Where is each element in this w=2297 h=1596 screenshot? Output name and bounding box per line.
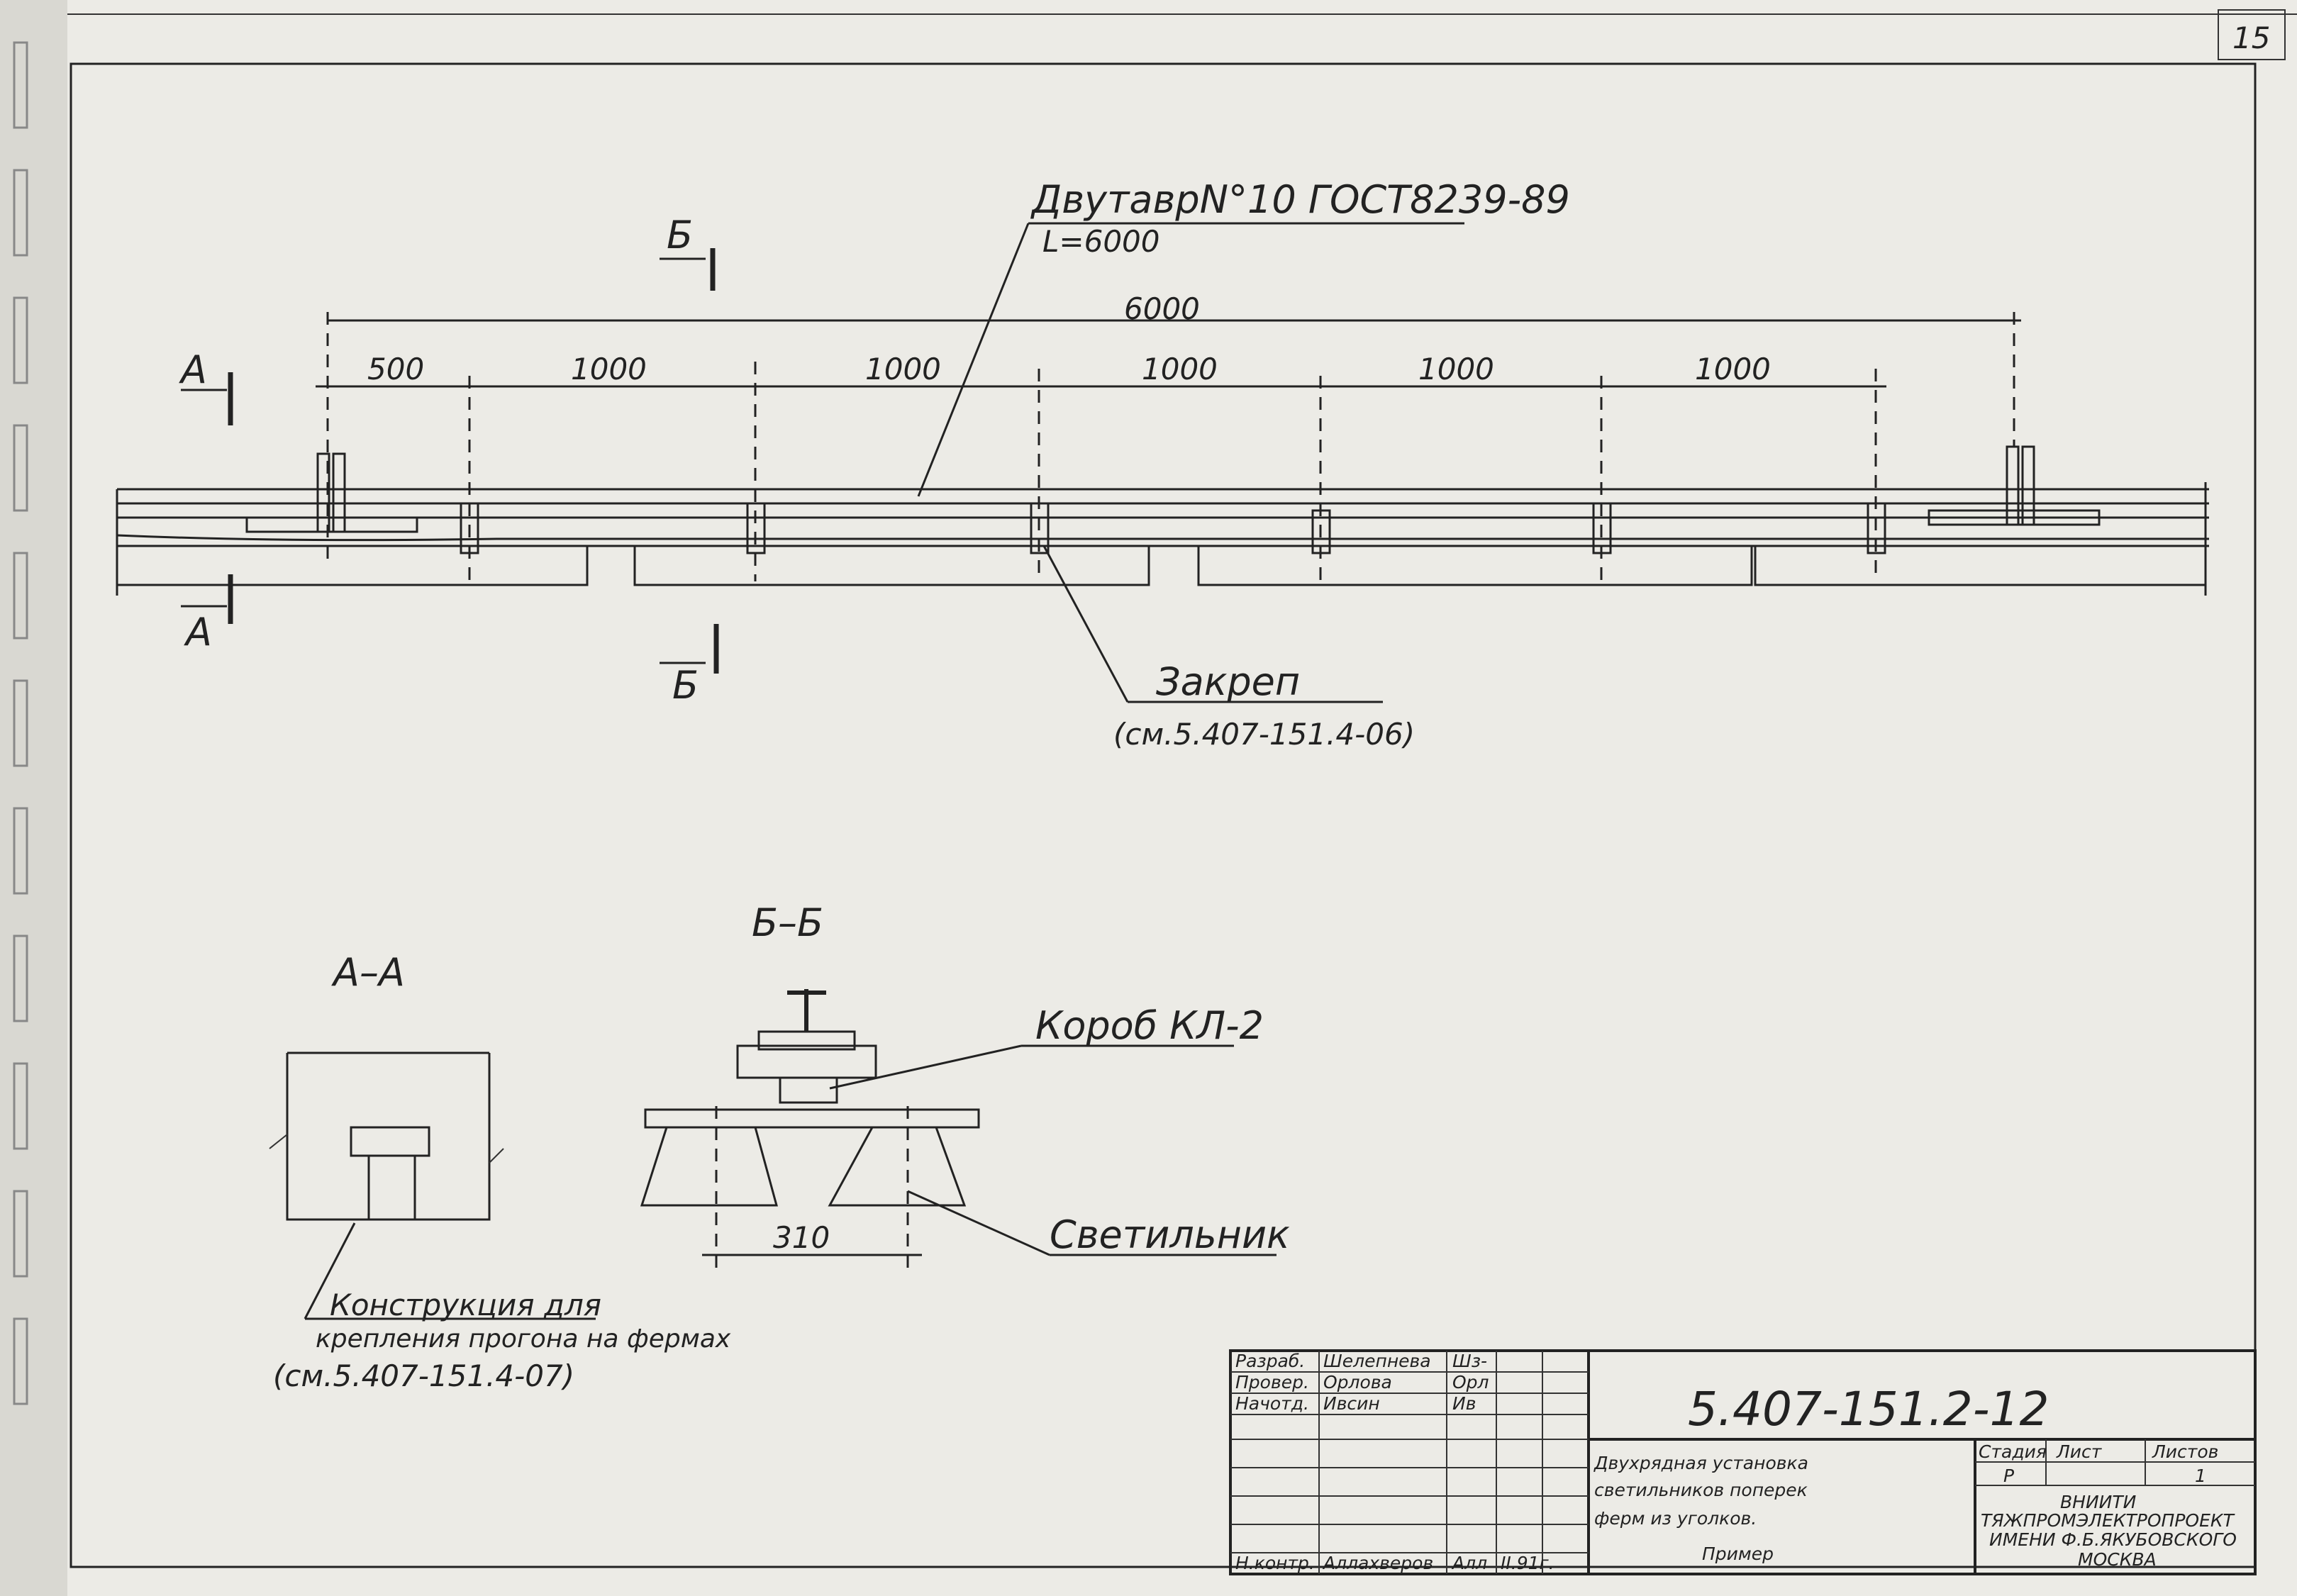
stage-header: Стадия: [1979, 1441, 2047, 1462]
cut-b-label-bottom: Б: [672, 663, 699, 708]
description-line-2: светильников поперек: [1594, 1480, 1808, 1500]
org-line-1: ВНИИТИ: [2060, 1492, 2137, 1512]
description-line-4: Пример: [1702, 1544, 1774, 1564]
section-bb: Б–Б 310 Короб КЛ-2 Светильник: [640, 900, 1290, 1269]
name-2: Орлова: [1323, 1372, 1392, 1393]
section-bb-title: Б–Б: [752, 900, 823, 945]
overall-dim: 6000: [1124, 291, 1200, 326]
signature-3: Ив: [1452, 1393, 1476, 1414]
construction-ref: (см.5.407-151.4-07): [273, 1358, 574, 1393]
org-line-4: МОСКВА: [2078, 1549, 2157, 1570]
role-3: Начотд.: [1235, 1393, 1309, 1414]
cut-marker-b-bottom: Б: [660, 624, 719, 708]
role-2: Провер.: [1235, 1372, 1309, 1393]
clamp-ref: (см.5.407-151.4-06): [1113, 717, 1415, 752]
main-elevation: ДвутаврN°10 ГОСТ8239-89 L=6000 6000 500 …: [116, 177, 2209, 752]
title-block: Разраб. Провер. Начотд. Н.контр. Шелепне…: [1229, 1349, 2257, 1575]
description-line-1: Двухрядная установка: [1594, 1453, 1808, 1473]
truss-support-left: [245, 452, 418, 533]
org-line-2: ТЯЖПРОМЭЛЕКТРОПРОЕКТ: [1981, 1510, 2235, 1531]
beam-label: ДвутаврN°10 ГОСТ8239-89: [1030, 177, 1570, 222]
binding-marks: [13, 41, 28, 1405]
page-number: 15: [2232, 21, 2270, 55]
section-aa: А–А Конструкция для крепления прогона на…: [269, 950, 731, 1393]
beam-leader: [917, 223, 1030, 497]
signature-2: Орл: [1452, 1372, 1489, 1393]
section-bb-dim: 310: [773, 1220, 830, 1255]
cut-marker-b-top: Б: [660, 213, 716, 291]
role-4: Н.контр.: [1235, 1553, 1315, 1573]
org-line-3: ИМЕНИ Ф.Б.ЯКУБОВСКОГО: [1989, 1529, 2237, 1550]
drawing-frame: [69, 62, 2257, 1568]
span-dim-6: 1000: [1695, 352, 1771, 386]
lamp-label: Светильник: [1050, 1212, 1290, 1257]
span-dim-3: 1000: [865, 352, 941, 386]
cut-b-label-top: Б: [667, 213, 693, 257]
lamp-right: [828, 1126, 967, 1207]
name-4: Аллахверов: [1322, 1553, 1433, 1573]
clamp-label: Закреп: [1156, 659, 1300, 704]
date: II.91г.: [1501, 1553, 1554, 1573]
binding-strip: [0, 0, 67, 1596]
name-1: Шелепнева: [1323, 1351, 1431, 1371]
span-dim-2: 1000: [571, 352, 647, 386]
lamp-left: [640, 1126, 778, 1207]
role-1: Разраб.: [1235, 1351, 1305, 1371]
cut-a-label-bottom: А: [184, 610, 212, 654]
page-number-box: [2218, 9, 2286, 60]
beam-length-label: L=6000: [1042, 224, 1159, 259]
cut-a-label-top: А: [179, 347, 207, 392]
construction-leader: [304, 1222, 356, 1319]
signature-1: Шз-: [1452, 1351, 1487, 1371]
sheet-header: Лист: [2056, 1441, 2103, 1462]
sheets-header: Листов: [2152, 1441, 2218, 1462]
luminaire-boxes: [116, 546, 2206, 586]
clamp-leader: [1042, 545, 1129, 703]
construction-label-2: крепления прогона на фермах: [316, 1324, 731, 1354]
section-aa-title: А–А: [331, 950, 405, 995]
cut-marker-a-bottom: А: [181, 574, 233, 654]
construction-label: Конструкция для: [330, 1288, 601, 1322]
cut-marker-a-top: А: [179, 347, 233, 425]
span-dim-4: 1000: [1142, 352, 1218, 386]
span-dim-5: 1000: [1418, 352, 1494, 386]
sheets-value: 1: [2195, 1466, 2206, 1486]
span-dim-1: 500: [367, 352, 424, 386]
description-line-3: ферм из уголков.: [1594, 1508, 1757, 1529]
stage-value: Р: [2003, 1466, 2015, 1486]
document-code: 5.407-151.2-12: [1688, 1382, 2049, 1436]
box-label: Короб КЛ-2: [1035, 1003, 1264, 1048]
name-3: Ивсин: [1323, 1393, 1380, 1414]
signature-4: Алл: [1451, 1553, 1487, 1573]
truss-support-right: [1928, 445, 2101, 526]
clamps: [460, 502, 1886, 554]
